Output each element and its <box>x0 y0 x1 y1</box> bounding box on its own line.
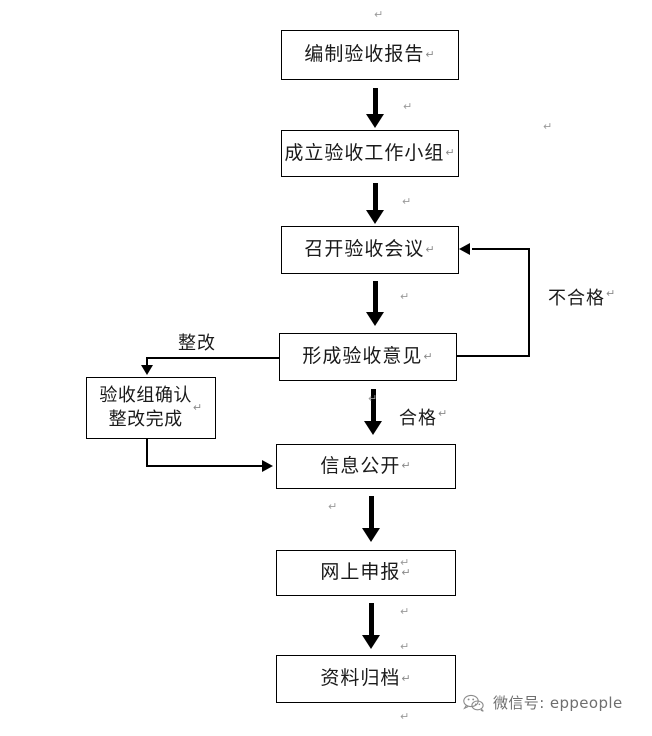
pilcrow-mark: ↵ <box>401 671 412 685</box>
arrowhead-down-icon <box>362 635 380 649</box>
flow-node-label: 信息公开 <box>320 454 401 477</box>
connector-opinion-to-disclosure <box>371 389 376 427</box>
pilcrow-mark: ↵ <box>368 392 378 405</box>
edge-label-unqualified: 不合格↵ <box>548 287 617 309</box>
arrowhead-right-icon <box>262 460 273 472</box>
flow-node-label: 编制验收报告 <box>304 43 425 66</box>
pilcrow-mark: ↵ <box>192 400 203 414</box>
pilcrow-mark: ↵ <box>400 290 410 303</box>
pilcrow-mark: ↵ <box>400 605 410 618</box>
flow-node-online-declaration[interactable]: 网上申报↵ <box>276 550 456 596</box>
flow-node-compile-acceptance-report[interactable]: 编制验收报告↵ <box>281 30 459 80</box>
connector-disclosure-to-declaration <box>369 496 374 534</box>
pilcrow-mark: ↵ <box>328 500 338 513</box>
flow-node-label: 资料归档 <box>320 667 401 690</box>
watermark: 微信号: eppeople <box>462 692 623 713</box>
connector-opinion-reject-up <box>528 248 530 357</box>
pilcrow-mark: ↵ <box>402 195 412 208</box>
connector-declaration-to-archive <box>369 603 374 641</box>
flow-node-form-acceptance-opinion[interactable]: 形成验收意见↵ <box>279 333 457 381</box>
flow-node-archive-materials[interactable]: 资料归档↵ <box>276 655 456 703</box>
pilcrow-mark: ↵ <box>401 459 412 473</box>
pilcrow-mark: ↵ <box>401 565 412 579</box>
arrowhead-down-icon <box>362 528 380 542</box>
connector-team-to-meeting <box>373 183 378 213</box>
pilcrow-mark: ↵ <box>400 556 410 569</box>
wechat-logo-icon <box>463 694 484 712</box>
arrowhead-down-icon <box>366 312 384 326</box>
edge-label-qualified: 合格↵ <box>399 407 449 429</box>
arrowhead-down-icon <box>364 421 382 435</box>
connector-opinion-to-rectify-down <box>146 357 148 368</box>
arrowhead-down-icon <box>366 210 384 224</box>
pilcrow-mark: ↵ <box>425 47 436 61</box>
arrowhead-left-icon <box>459 243 470 255</box>
flow-node-hold-acceptance-meeting[interactable]: 召开验收会议↵ <box>281 226 459 274</box>
connector-meeting-to-opinion <box>373 281 378 317</box>
pilcrow-mark: ↵ <box>425 242 436 256</box>
flow-node-label: 形成验收意见 <box>302 345 423 368</box>
pilcrow-mark: ↵ <box>543 120 553 133</box>
flow-node-team-confirms-rectification[interactable]: 验收组确认 整改完成↵ <box>86 377 216 439</box>
pilcrow-mark: ↵ <box>438 407 449 420</box>
watermark-text: 微信号: eppeople <box>493 694 623 712</box>
connector-report-to-team <box>373 88 378 118</box>
pilcrow-mark: ↵ <box>400 710 410 723</box>
flow-node-establish-acceptance-team[interactable]: 成立验收工作小组↵ <box>281 130 459 177</box>
flow-node-label: 成立验收工作小组 <box>284 141 445 164</box>
edge-label-rectify: 整改 <box>178 333 216 354</box>
pilcrow-mark: ↵ <box>445 146 456 160</box>
pilcrow-mark: ↵ <box>606 287 617 300</box>
arrowhead-down-icon <box>141 365 153 375</box>
pilcrow-mark: ↵ <box>374 8 384 21</box>
flow-node-label: 网上申报 <box>320 561 401 584</box>
pilcrow-mark: ↵ <box>403 100 413 113</box>
connector-opinion-reject-right <box>457 355 530 357</box>
pilcrow-mark: ↵ <box>423 349 434 363</box>
pilcrow-mark: ↵ <box>400 640 410 653</box>
connector-opinion-reject-back-to-meeting <box>472 248 530 250</box>
connector-opinion-to-rectify-left <box>146 357 280 359</box>
flow-node-label: 验收组确认 整改完成 <box>99 385 192 430</box>
flow-node-information-disclosure[interactable]: 信息公开↵ <box>276 444 456 489</box>
arrowhead-down-icon <box>366 114 384 128</box>
connector-rectify-down <box>146 439 148 467</box>
connector-rectify-to-disclosure <box>146 465 263 467</box>
flow-node-label: 召开验收会议 <box>304 238 425 261</box>
